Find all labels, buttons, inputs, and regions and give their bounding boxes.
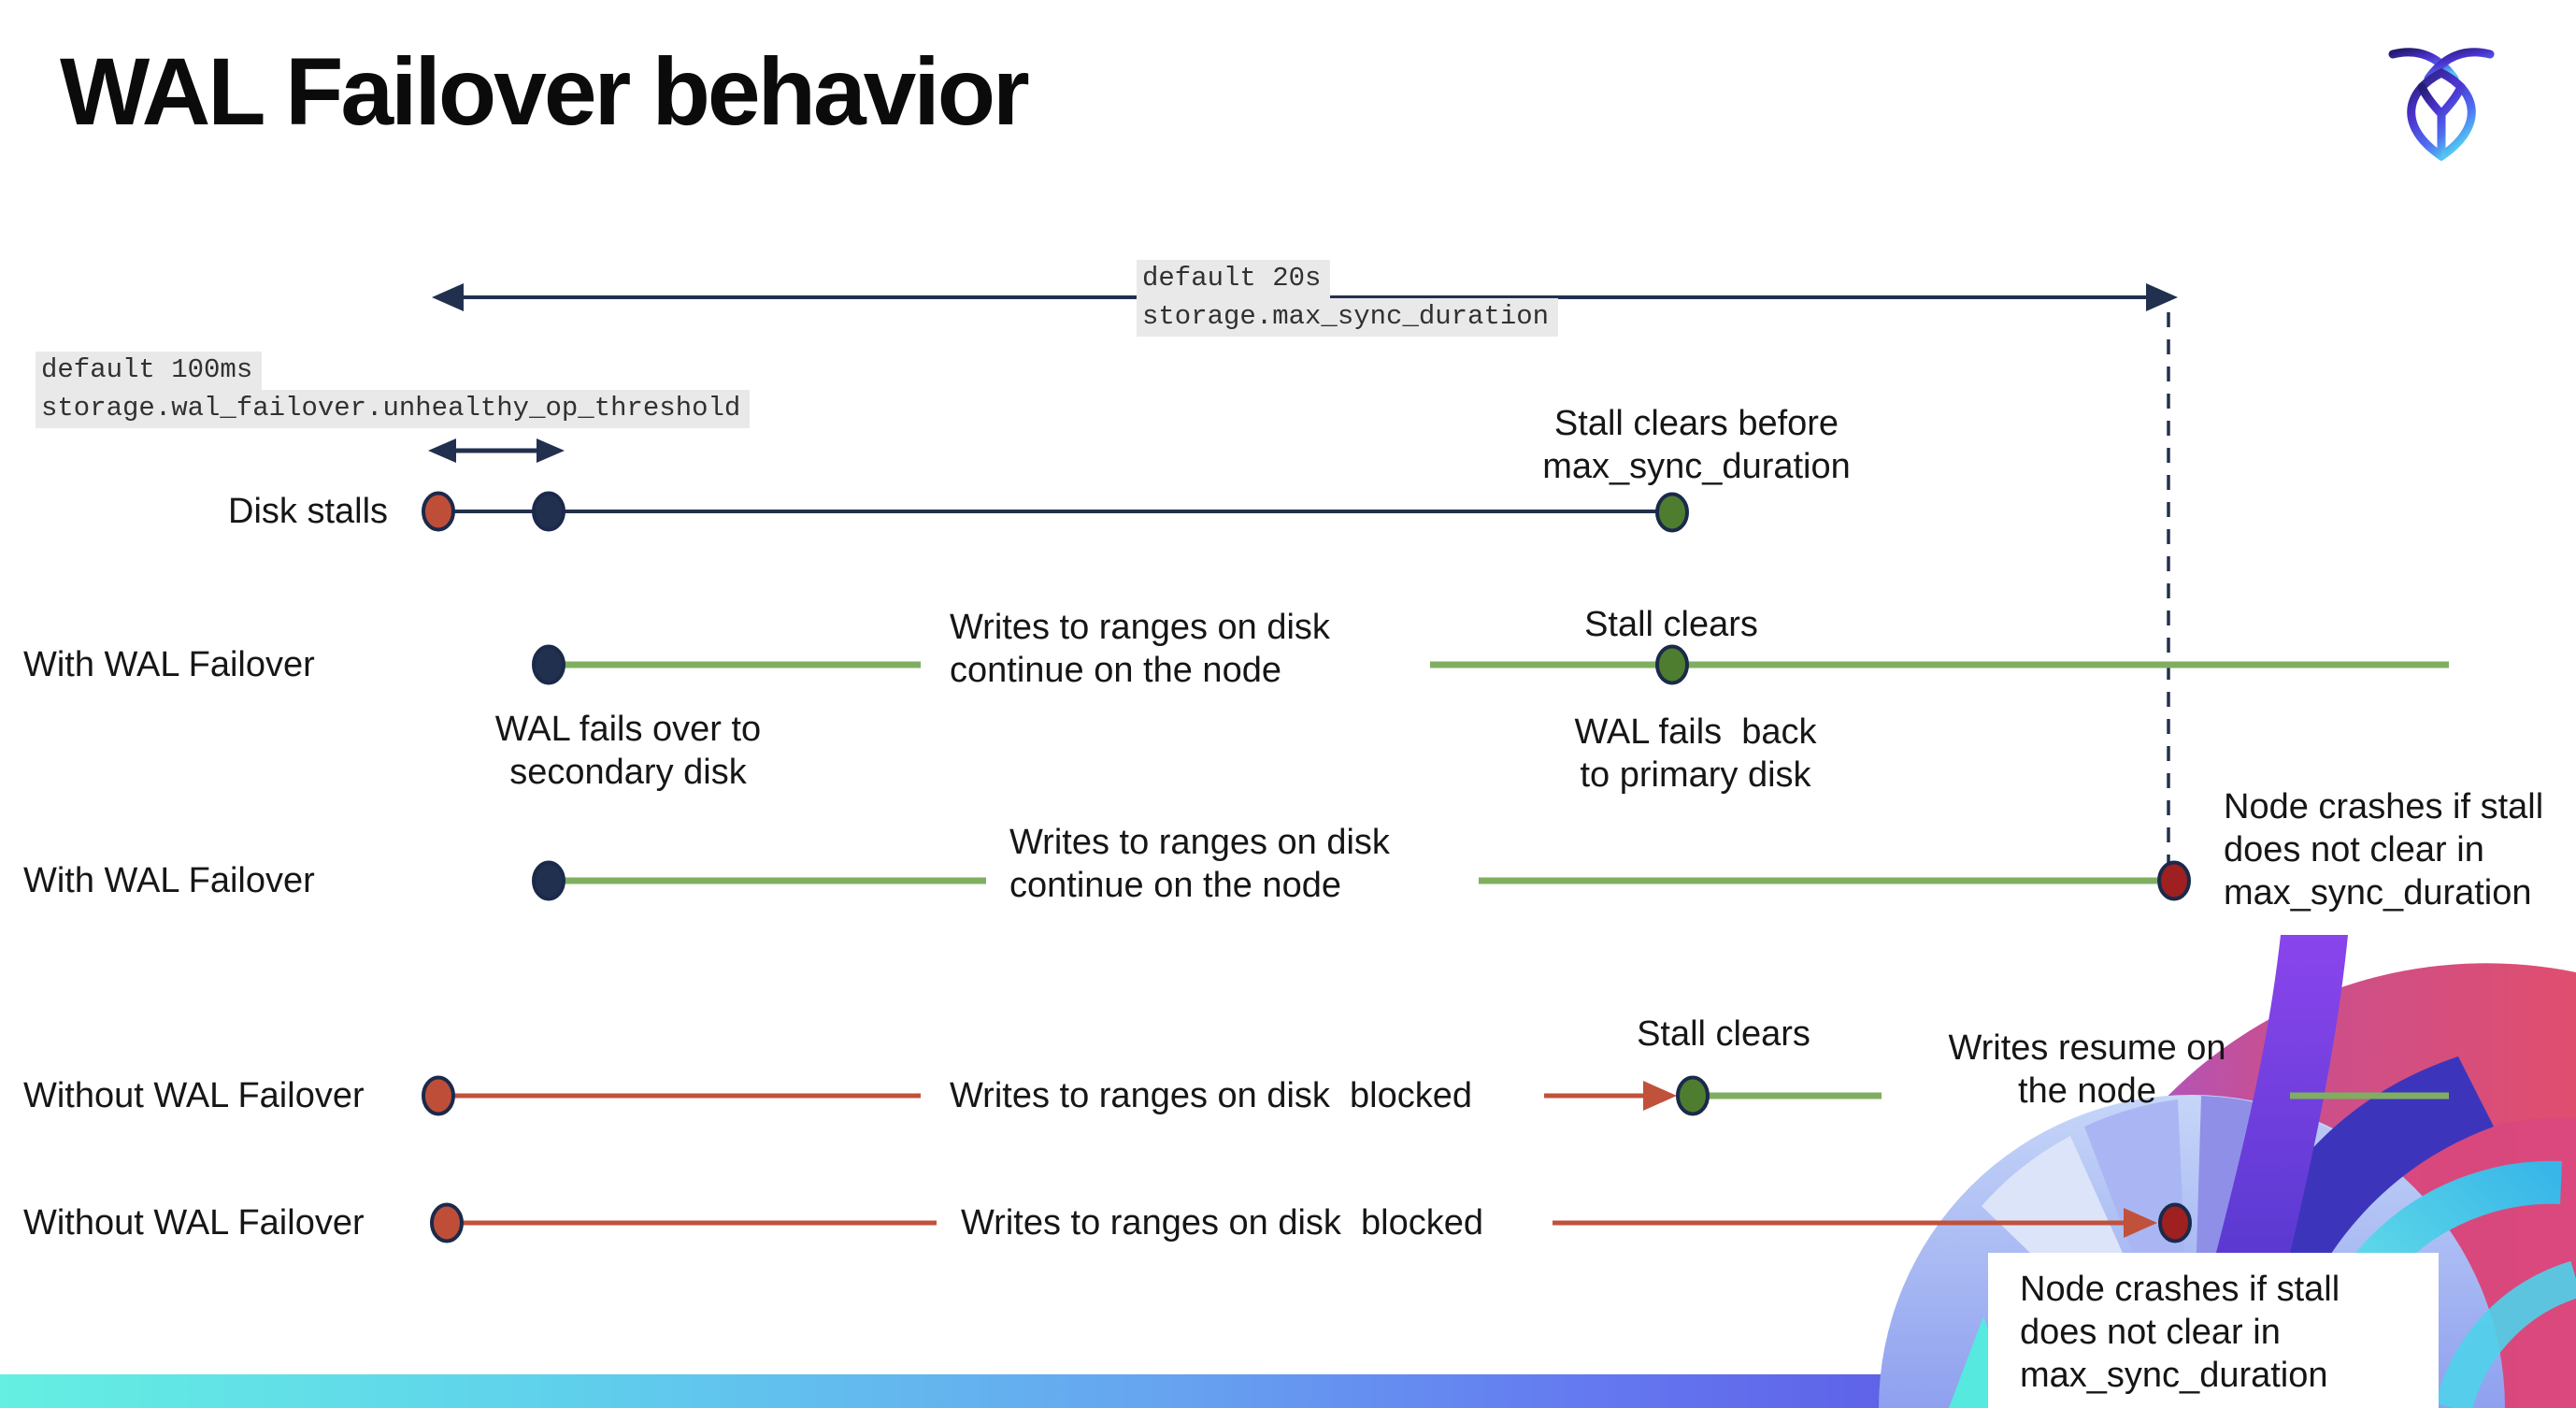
stall-start-dot xyxy=(422,1075,455,1116)
annotation-stall-clears-1: Stall clears xyxy=(1584,605,1758,644)
arrowhead-left xyxy=(428,438,456,463)
setting-name: storage.wal_failover.unhealthy_op_thresh… xyxy=(36,390,751,428)
annotation-line: WAL fails back xyxy=(1574,712,1817,752)
stall-start-dot xyxy=(430,1202,464,1243)
timeline-without-failover-2 xyxy=(430,1202,2192,1243)
unhealthy-op-threshold-label: default 100ms storage.wal_failover.unhea… xyxy=(36,352,751,428)
annotation-line: WAL fails over to xyxy=(494,710,762,749)
annotation-line: to primary disk xyxy=(1580,755,1811,795)
row-label-with-failover-1: With WAL Failover xyxy=(23,645,315,684)
logo-antenna-left xyxy=(2388,48,2459,83)
annotation-node-crashes-2-box: Node crashes if stall does not clear in … xyxy=(1988,1253,2439,1408)
annotation-line: does not clear in xyxy=(2224,830,2484,869)
annotation-writes-resume: Writes resume on the node xyxy=(1948,1027,2225,1113)
annotation-line: secondary disk xyxy=(509,753,747,792)
annotation-stall-clears-2: Stall clears xyxy=(1637,1014,1810,1054)
annotation-line: Stall clears before xyxy=(1553,404,1839,443)
max-sync-duration-label: default 20s storage.max_sync_duration xyxy=(1137,260,1559,337)
stall-clears-dot xyxy=(1655,492,1689,533)
node-crash-dot xyxy=(2157,860,2191,901)
annotation-line: Node crashes if stall xyxy=(2224,787,2544,826)
stall-clears-dot xyxy=(1655,644,1689,685)
annotation-wal-fails-over: WAL fails over to secondary disk xyxy=(495,708,761,794)
timeline-with-failover-1 xyxy=(532,644,2449,685)
annotation-line: Writes to ranges on disk xyxy=(950,608,1330,647)
timeline-disk-stalls xyxy=(422,491,1689,533)
logo-antenna-right xyxy=(2424,48,2495,83)
threshold-dot xyxy=(532,491,565,532)
annotation-line: max_sync_duration xyxy=(1542,447,1851,486)
setting-default-value: default 100ms xyxy=(36,352,263,390)
unhealthy-op-threshold-arrow xyxy=(428,438,565,463)
annotation-line: Writes resume on xyxy=(1948,1028,2226,1068)
annotation-line: the node xyxy=(2018,1071,2156,1111)
row-label-disk-stalls: Disk stalls xyxy=(228,492,389,531)
timeline-with-failover-2 xyxy=(532,860,2191,901)
failover-dot xyxy=(532,860,565,901)
stall-clears-dot xyxy=(1676,1075,1710,1116)
cockroach-logo-icon xyxy=(2388,48,2495,162)
row-label-without-failover-1: Without WAL Failover xyxy=(23,1076,365,1115)
row-label-with-failover-2: With WAL Failover xyxy=(23,861,315,900)
annotation-writes-blocked-1: Writes to ranges on disk blocked xyxy=(950,1076,1473,1115)
logo-stem xyxy=(2417,82,2466,159)
annotation-line: continue on the node xyxy=(950,651,1281,690)
annotation-line: Node crashes if stall xyxy=(2020,1270,2340,1309)
stall-start-dot xyxy=(422,491,455,532)
annotation-wal-fails-back: WAL fails back to primary disk xyxy=(1574,711,1816,797)
page-title: WAL Failover behavior xyxy=(60,38,1030,145)
annotation-stall-clears-before: Stall clears before max_sync_duration xyxy=(1542,402,1851,488)
row-label-without-failover-2: Without WAL Failover xyxy=(23,1203,365,1243)
arrowhead-right xyxy=(537,438,565,463)
setting-default-value: default 20s xyxy=(1137,260,1331,298)
arrowhead-right xyxy=(1643,1081,1677,1111)
annotation-node-crashes-1: Node crashes if stall does not clear in … xyxy=(2224,785,2543,914)
annotation-writes-continue-2: Writes to ranges on disk continue on the… xyxy=(1009,821,1390,907)
annotation-line: Writes to ranges on disk xyxy=(1009,823,1390,862)
annotation-line: continue on the node xyxy=(1009,866,1341,905)
timeline-without-failover-1 xyxy=(422,1075,2449,1116)
annotation-writes-blocked-2: Writes to ranges on disk blocked xyxy=(961,1203,1484,1243)
setting-name: storage.max_sync_duration xyxy=(1137,298,1559,337)
arrowhead-right xyxy=(2146,283,2178,311)
graphic-cyan-arc xyxy=(2435,1260,2576,1408)
arrowhead-left xyxy=(432,283,464,311)
arrowhead-right xyxy=(2124,1208,2157,1238)
annotation-writes-continue-1: Writes to ranges on disk continue on the… xyxy=(950,606,1330,692)
node-crash-dot xyxy=(2158,1202,2192,1243)
failover-dot xyxy=(532,644,565,685)
annotation-line: max_sync_duration xyxy=(2020,1356,2328,1395)
annotation-line: does not clear in xyxy=(2020,1313,2281,1352)
annotation-line: max_sync_duration xyxy=(2224,873,2532,912)
